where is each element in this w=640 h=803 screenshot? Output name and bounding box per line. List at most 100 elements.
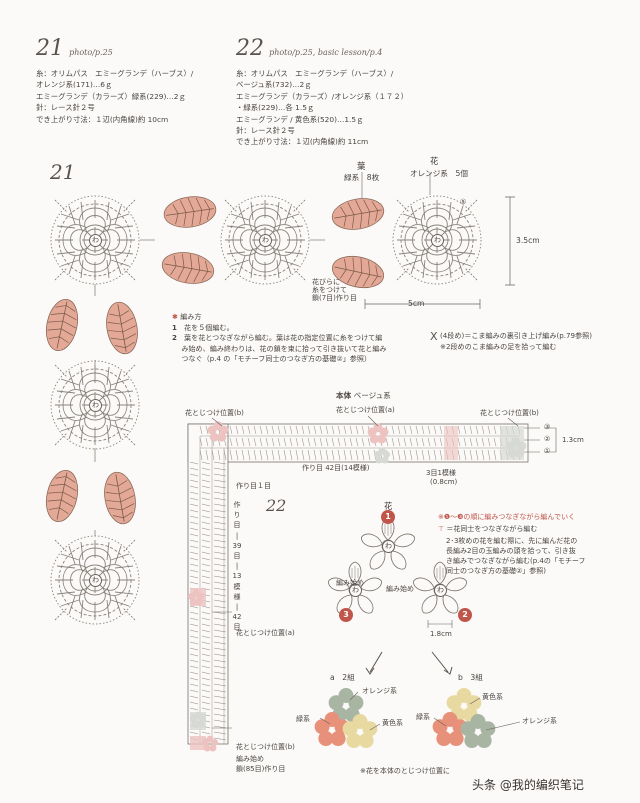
ring-label: わ [382,540,395,553]
spec-line: 糸：オリムパス エミーグランデ（ハーブス）/ [236,69,394,78]
stitch-mark [189,575,227,579]
attach-note: 花びらに 糸をつけて 鎖(7目)作り目 [312,278,357,302]
pattern-21-specs: 糸：オリムパス エミーグランデ（ハーブス）/ オレンジ系(171)…6ｇ エミー… [36,68,193,125]
ring-label: わ [349,584,362,597]
stitch-mark [189,641,227,645]
label-leader [361,172,431,198]
pattern-22-number: 22 [236,36,264,61]
stitch-mark [361,425,365,461]
stitch-mark [487,425,491,461]
flower-assembly-title: 花 [384,501,393,511]
dimension-line-width [364,299,481,309]
pattern-22-header: 22 photo/p.25, basic lesson/p.4 [236,36,382,61]
dimension-width: 5cm [408,299,425,308]
spec-line: ・緑系(229)…各 1.5ｇ [236,103,315,113]
stitch-mark [259,425,263,461]
method-title: ✱ 編み方 [172,312,202,321]
dimension-line-height [505,196,515,286]
stitch-mark [433,425,437,461]
stitch-mark [189,617,227,621]
stitch-mark [229,425,233,461]
group-a-title: a 2組 [330,673,355,682]
spec-line: でき上がり寸法：１辺(内角線)約 11cm [236,137,369,147]
stitch-mark [189,521,227,525]
stitch-mark [189,605,227,609]
attach-highlight [444,426,458,460]
leaf-motif [41,296,83,354]
attach-pos-b-right: 花とじつけ位置(b) [480,409,539,417]
stitch-mark [439,425,443,461]
diagram-22-number: 22 [266,496,287,515]
yellow-label: 黄色系 [482,693,503,701]
stitch-mark [331,425,335,461]
leaf-label: 葉 [357,161,366,171]
stitch-mark [463,425,467,461]
pattern-repeat: 3目1模様 [426,469,456,477]
stitch-mark [189,695,227,699]
green-label: 緑系 [296,715,310,723]
stitch-mark [189,683,227,687]
stitch-mark [189,509,227,513]
attach-pos-b-top: 花とじつけ位置(b) [185,409,244,417]
stitch-mark [189,497,227,501]
stitch-mark [189,659,227,663]
arrow-head [365,666,453,675]
stitch-mark [189,527,227,531]
watermark: 头条 @我的编织笔记 [472,778,584,792]
leaf-motif [161,193,219,231]
spec-line: 糸：オリムパス エミーグランデ（ハーブス）/ [36,69,194,78]
label-leader [211,415,557,729]
attach-pos-a-top: 花とじつけ位置(a) [336,406,395,414]
join-instructions: 2･3枚めの花を編む際に、先に編んだ花の 長編み2目の玉編みの頭を拾って、引き抜… [446,537,586,575]
method-step: み始め、編み終わりは、花の鎖を束に拾って引き抜いて花と編み [181,343,387,353]
stitch-mark [421,425,425,461]
stitch-mark [295,425,299,461]
stitch-mark [493,425,497,461]
spec-line: エミーグランデ（カラーズ）緑系(229)…2ｇ [36,91,186,101]
leaf-motif [100,469,140,527]
attach-highlight [190,736,206,750]
stitch-mark [189,539,227,543]
stitch-mark [189,623,227,627]
spec-line: 針：レース針２号 [36,103,95,113]
stitch-mark [189,467,227,471]
dimension-height: 3.5cm [516,236,540,245]
stitch-mark [469,425,473,461]
stitch-mark [391,425,395,461]
stitch-mark [189,581,227,585]
pattern-size: (0.8cm) [430,478,458,486]
stitch-mark [189,491,227,495]
pattern-22-specs: 糸：オリムパス エミーグランデ（ハーブス）/ ベージュ系(732)…2ｇ エミー… [236,68,408,148]
stitch-mark [205,425,209,461]
stitch-mark [189,557,227,561]
yellow-label: 黄色系 [382,719,403,727]
stitch-mark [189,473,227,477]
spec-line: オレンジ系(171)…6ｇ [36,80,113,90]
order-badge: 2 [458,608,472,622]
stitch-mark [189,551,227,555]
stitch-mark [289,425,293,461]
stitch-mark [355,425,359,461]
spec-line: 針：レース針２号 [236,126,295,136]
ring-label: わ [431,234,444,247]
stitch-mark [475,425,479,461]
stitch-mark [241,425,245,461]
stitch-mark [271,425,275,461]
leaf-motif [102,299,142,357]
flower-count: オレンジ系 5個 [410,169,468,178]
body-title: 本体 ベージュ系 [336,391,391,400]
method-step: つなぐ（p.4 の「モチーフ同士のつなぎ方の基礎②」参照） [181,354,372,364]
leaf-motif [159,248,217,288]
stitch-mark [189,479,227,483]
flower-order-note: ※❶～❸の順に編みつなぎながら編んでいく [438,513,576,521]
start-chain-label: 鎖(85目)作り目 [236,765,286,773]
spec-line: エミーグランデ（カラーズ）/オレンジ系（１７２） [236,91,409,101]
ring-label: わ [89,234,102,247]
method-step: 1 花を５個編む。 [172,322,234,332]
spec-line: ベージュ系(732)…2ｇ [236,80,312,90]
ring-label: わ [89,574,102,587]
stitch-mark [189,701,227,705]
row-3: ③ [544,423,551,431]
